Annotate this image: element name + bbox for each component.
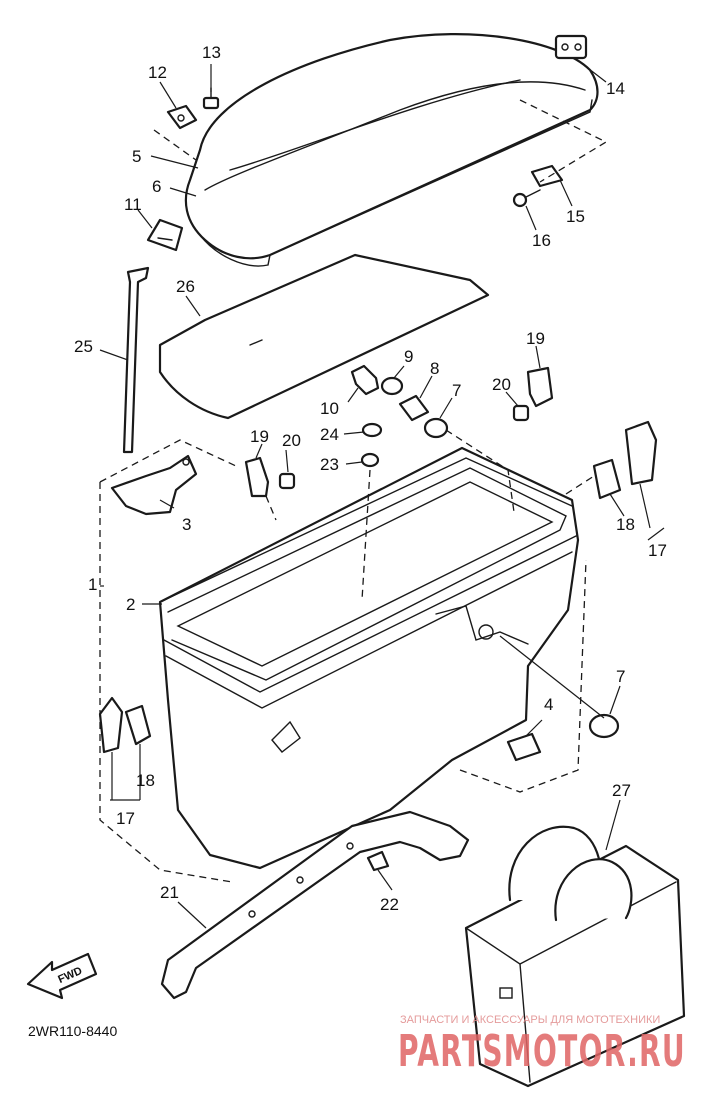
grommet-7b-part (588, 713, 620, 739)
fwd-arrow-icon: FWD (26, 952, 98, 1000)
callout-10: 10 (320, 399, 339, 418)
watermark-tagline: ЗАПЧАСТИ И АКСЕССУАРЫ ДЛЯ МОТОТЕХНИКИ (400, 1014, 660, 1026)
callout-4: 4 (544, 695, 553, 714)
callout-9: 9 (404, 347, 413, 366)
callout-19b: 19 (526, 329, 545, 348)
nut-20b-part (512, 404, 530, 422)
callout-17a: 17 (648, 541, 667, 560)
latch-17b-part (624, 420, 658, 486)
callout-12: 12 (148, 63, 167, 82)
collar-8-part (398, 394, 430, 422)
callout-6: 6 (152, 177, 161, 196)
plate-18b-part (592, 458, 622, 500)
leader-lines (99, 61, 665, 929)
washer-23-part (360, 452, 380, 468)
callout-22: 22 (380, 895, 399, 914)
callout-7b: 7 (616, 667, 625, 686)
callout-11: 11 (124, 195, 142, 214)
callout-25: 25 (74, 337, 93, 356)
plate-15-part (530, 164, 564, 188)
callout-18a: 18 (616, 515, 635, 534)
washer-9-part (380, 376, 404, 396)
bracket-19b-part (526, 366, 554, 408)
callout-17b: 17 (116, 809, 135, 828)
callout-14: 14 (606, 79, 625, 98)
callout-23: 23 (320, 455, 339, 474)
callout-3: 3 (182, 515, 191, 534)
screw-16-part (512, 189, 541, 208)
callout-2: 2 (126, 595, 135, 614)
bracket-19a-part (244, 456, 270, 498)
callout-19a: 19 (250, 427, 269, 446)
callout-20a: 20 (282, 431, 301, 450)
callout-15: 15 (566, 207, 585, 226)
hinge-part (554, 34, 588, 60)
latch-11-part (146, 218, 184, 252)
callout-16: 16 (532, 231, 551, 250)
callout-24: 24 (320, 425, 339, 444)
callout-labels: 1 2 3 4 5 6 7 7 8 9 10 11 12 13 14 15 16… (74, 43, 667, 914)
screw-24-part (361, 422, 383, 438)
callout-7a: 7 (452, 381, 461, 400)
watermark-site: PARTSMOTOR.RU (398, 1026, 686, 1077)
drawing-code: 2WR110-8440 (28, 1023, 117, 1039)
callout-13: 13 (202, 43, 221, 62)
callout-1: 1 (88, 575, 97, 594)
nut-20a-part (278, 472, 296, 490)
callout-18b: 18 (136, 771, 155, 790)
cushion-4-part (506, 732, 542, 762)
mat-26-part (158, 253, 490, 420)
case-body-part (158, 446, 580, 870)
plate-12-part (166, 104, 198, 130)
rail-21-part (160, 810, 470, 1000)
callout-20b: 20 (492, 375, 511, 394)
grommet-7-part (423, 417, 449, 439)
strap-25-part (122, 266, 150, 454)
plate-3-part (110, 454, 198, 516)
latch-17a-part (98, 696, 124, 754)
callout-8: 8 (430, 359, 439, 378)
callout-5: 5 (132, 147, 141, 166)
callout-21: 21 (160, 883, 179, 902)
clip-22-part (366, 850, 390, 872)
watermark-logo: ЗАПЧАСТИ И АКСЕССУАРЫ ДЛЯ МОТОТЕХНИКИ PA… (398, 1014, 686, 1077)
bolt-10-part (350, 364, 380, 396)
lid-part (184, 33, 599, 267)
bag-27-part (464, 825, 686, 1088)
callout-26: 26 (176, 277, 195, 296)
plate-18a-part (124, 704, 152, 746)
dashed-outlines (99, 99, 608, 883)
callout-27: 27 (612, 781, 631, 800)
